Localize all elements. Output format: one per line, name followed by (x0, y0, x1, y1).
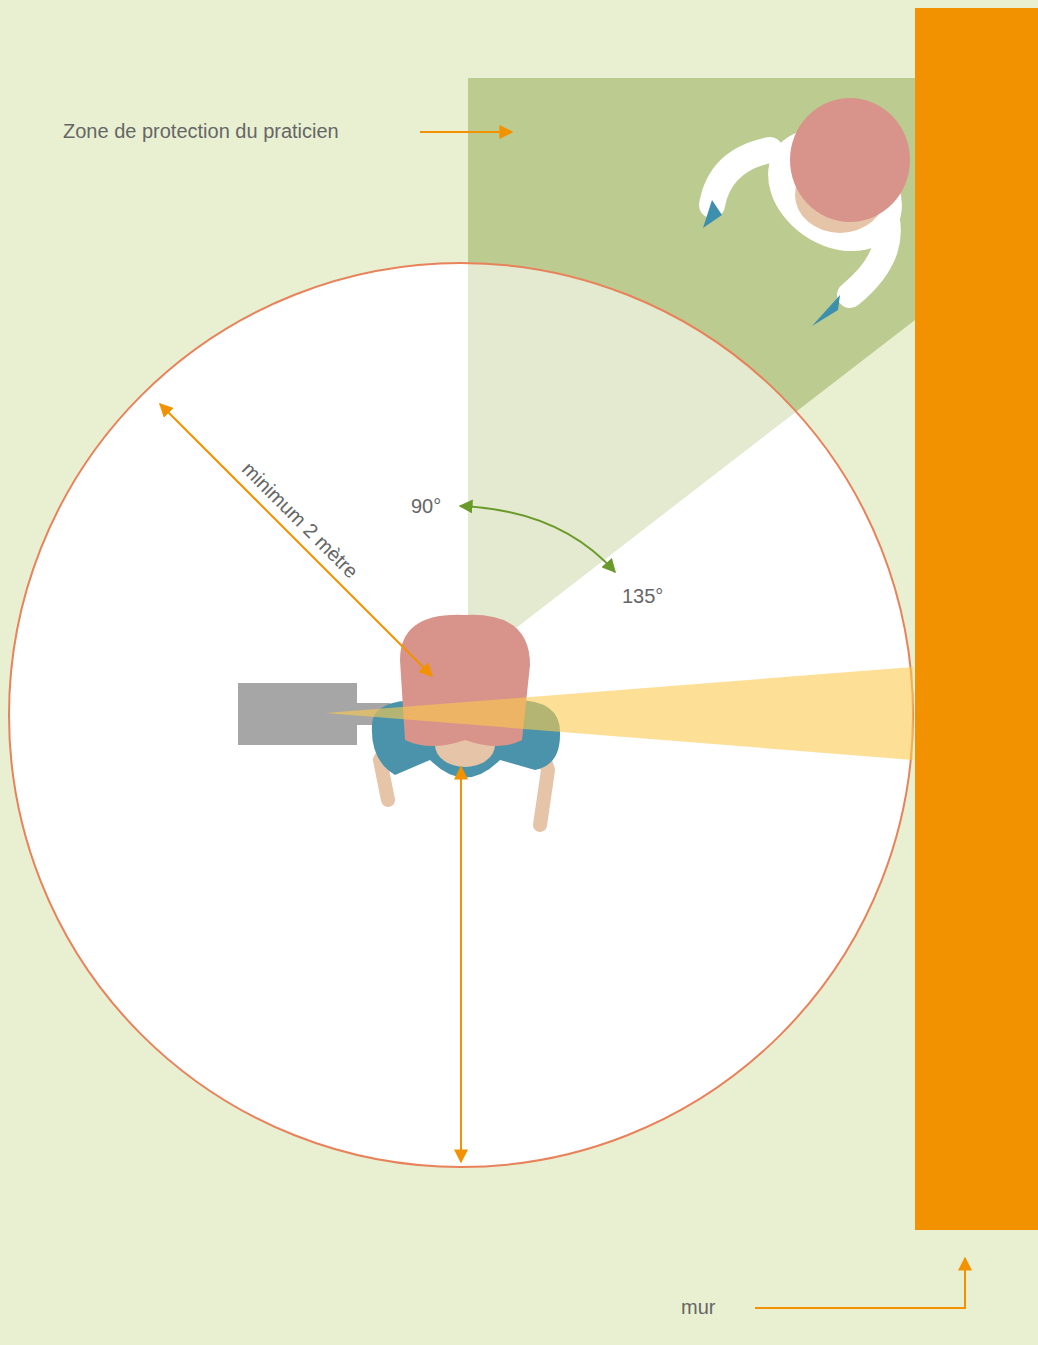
leader-line (420, 131, 512, 133)
zone-label: Zone de protection du praticien (63, 119, 339, 143)
leader-line (755, 1258, 965, 1308)
wall-label: mur (681, 1295, 715, 1319)
angle-arc (460, 506, 615, 572)
circle-outline (9, 263, 913, 1167)
angle-label: 135° (622, 584, 663, 608)
x-ray-beam (325, 667, 913, 760)
angle-label: 90° (411, 494, 441, 518)
radius-arrow (460, 767, 462, 1162)
wall (915, 8, 1038, 1230)
practitioner (703, 98, 926, 326)
protection-zone-inner (468, 78, 915, 665)
radius-arrow (160, 404, 432, 676)
